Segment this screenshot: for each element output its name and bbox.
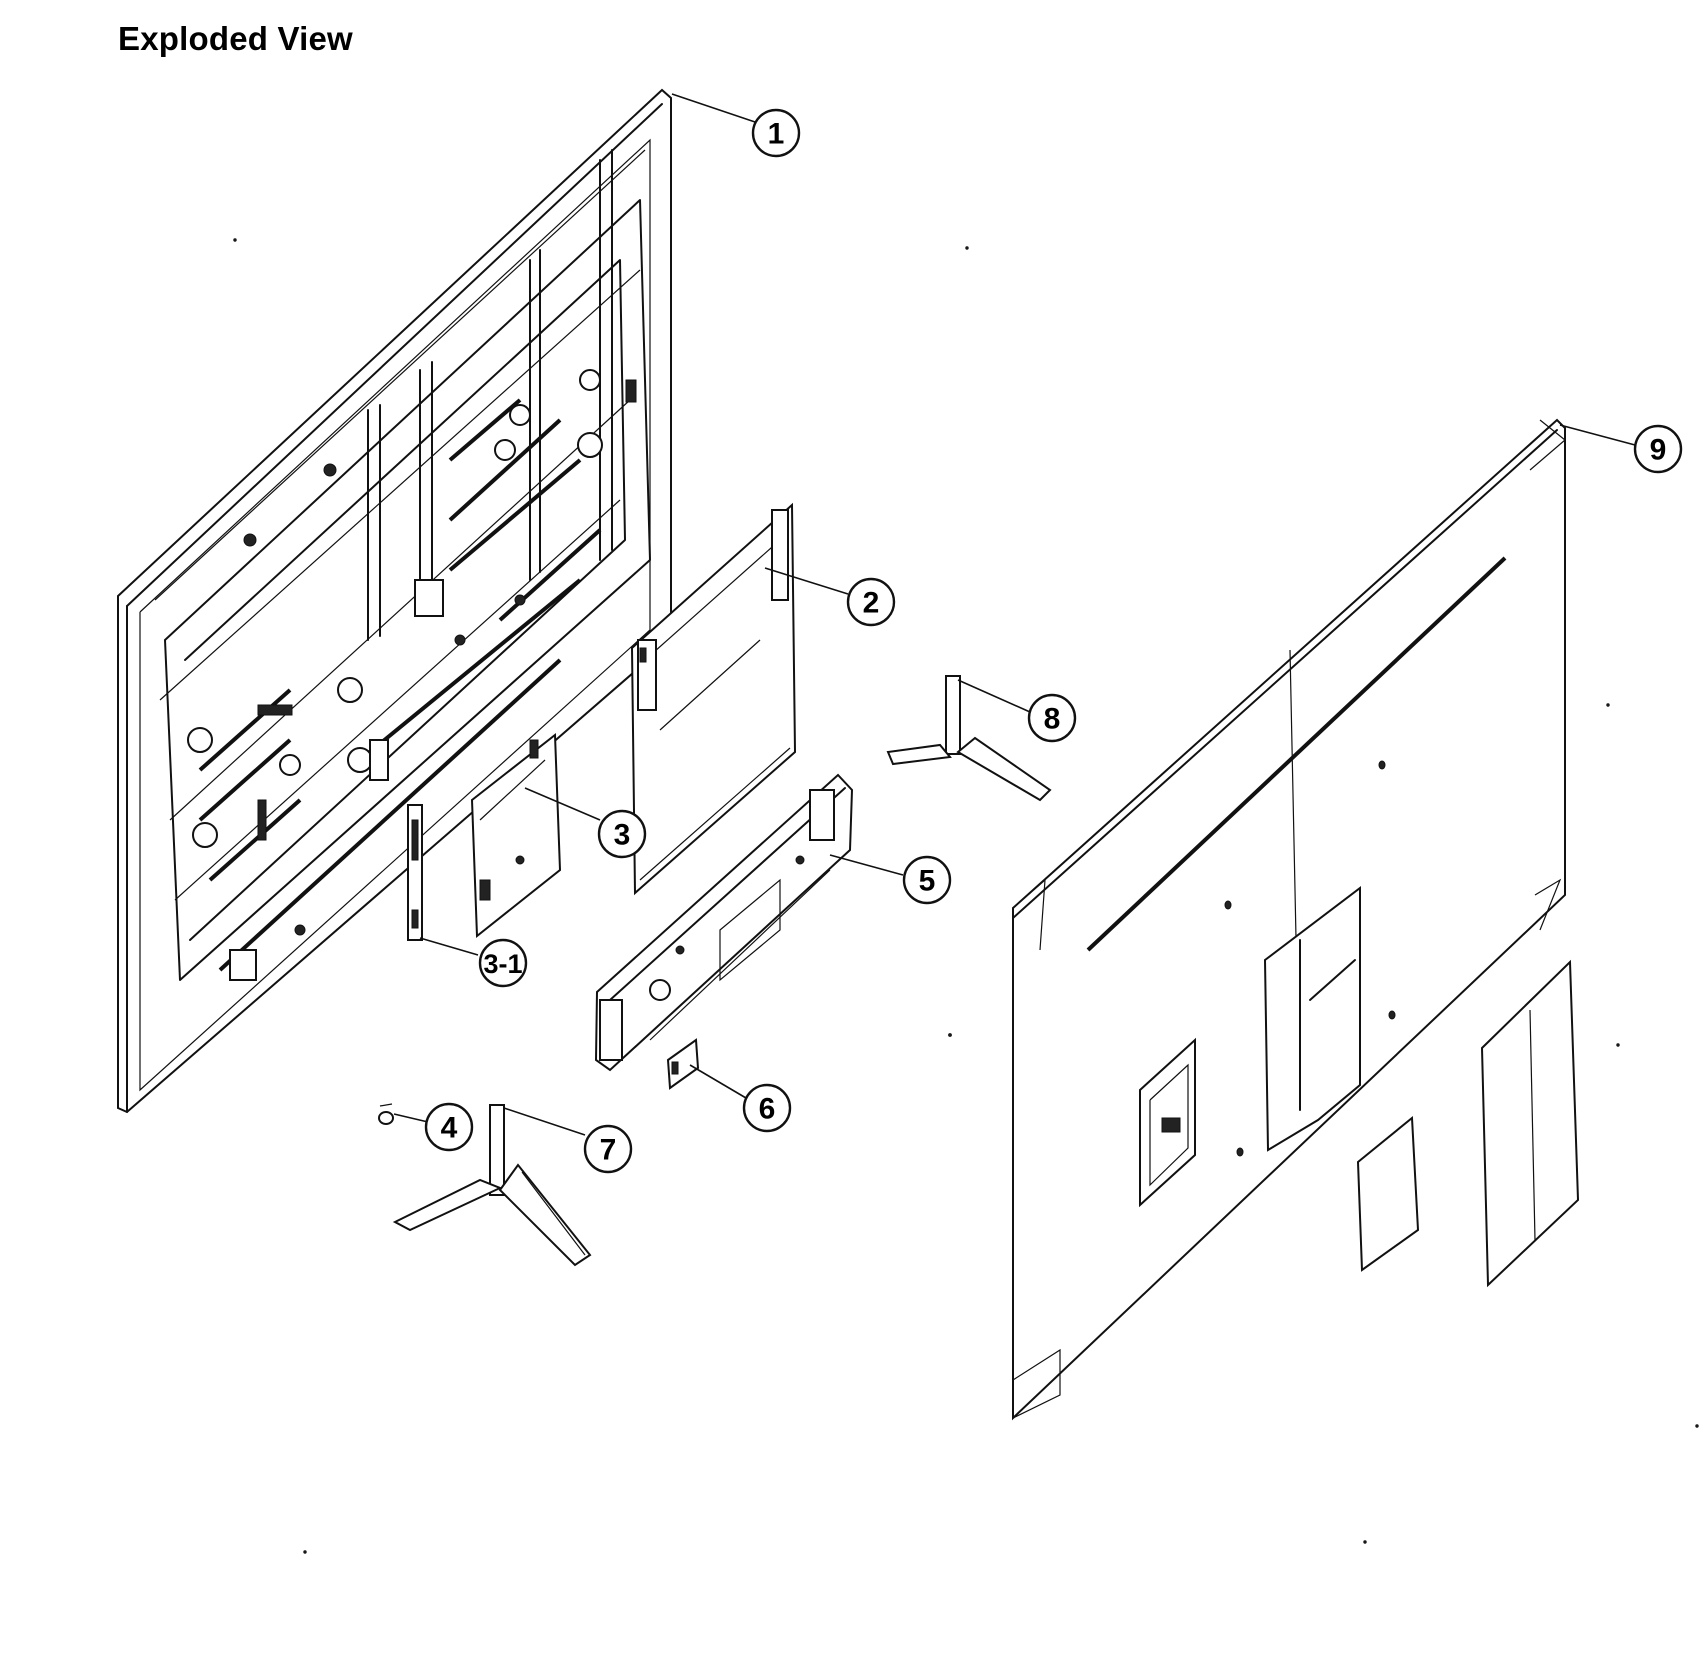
callout-6: 6 — [742, 1083, 792, 1133]
part-5-bracket-assembly — [594, 773, 854, 1072]
part-6-small-bracket — [666, 1038, 700, 1090]
callout-1: 1 — [751, 108, 801, 158]
callout-5: 5 — [902, 855, 952, 905]
callout-9: 9 — [1633, 424, 1683, 474]
callout-3-1: 3-1 — [478, 938, 528, 988]
callout-2: 2 — [846, 577, 896, 627]
terminal-cover-small — [1356, 1115, 1420, 1272]
callout-7: 7 — [583, 1124, 633, 1174]
callout-label-7: 7 — [600, 1134, 617, 1167]
callout-8: 8 — [1027, 693, 1077, 743]
part-2-board — [630, 502, 797, 896]
page-title: Exploded View — [118, 20, 353, 57]
part-3-1-small-board — [407, 804, 423, 941]
part-3-board — [470, 733, 562, 939]
callout-4: 4 — [424, 1102, 474, 1152]
part-9-rear-cover — [1012, 418, 1566, 1421]
scan-specks — [233, 238, 1699, 1554]
callout-label-3-1: 3-1 — [483, 949, 522, 979]
part-1-chassis — [117, 88, 672, 1114]
part-7-stand-leg — [392, 1104, 592, 1267]
callout-label-9: 9 — [1650, 434, 1667, 467]
side-cover-large — [1480, 959, 1580, 1288]
callout-label-2: 2 — [863, 587, 880, 620]
callout-label-5: 5 — [919, 865, 936, 898]
callout-label-1: 1 — [768, 118, 785, 151]
callout-3: 3 — [597, 809, 647, 859]
part-8-stand-leg — [886, 675, 1052, 802]
callout-label-8: 8 — [1044, 703, 1061, 736]
callout-label-6: 6 — [759, 1093, 776, 1126]
callout-label-3: 3 — [614, 819, 631, 852]
callout-label-4: 4 — [441, 1112, 458, 1145]
leader-lines — [393, 93, 1636, 1136]
part-4-screw — [378, 1103, 394, 1125]
